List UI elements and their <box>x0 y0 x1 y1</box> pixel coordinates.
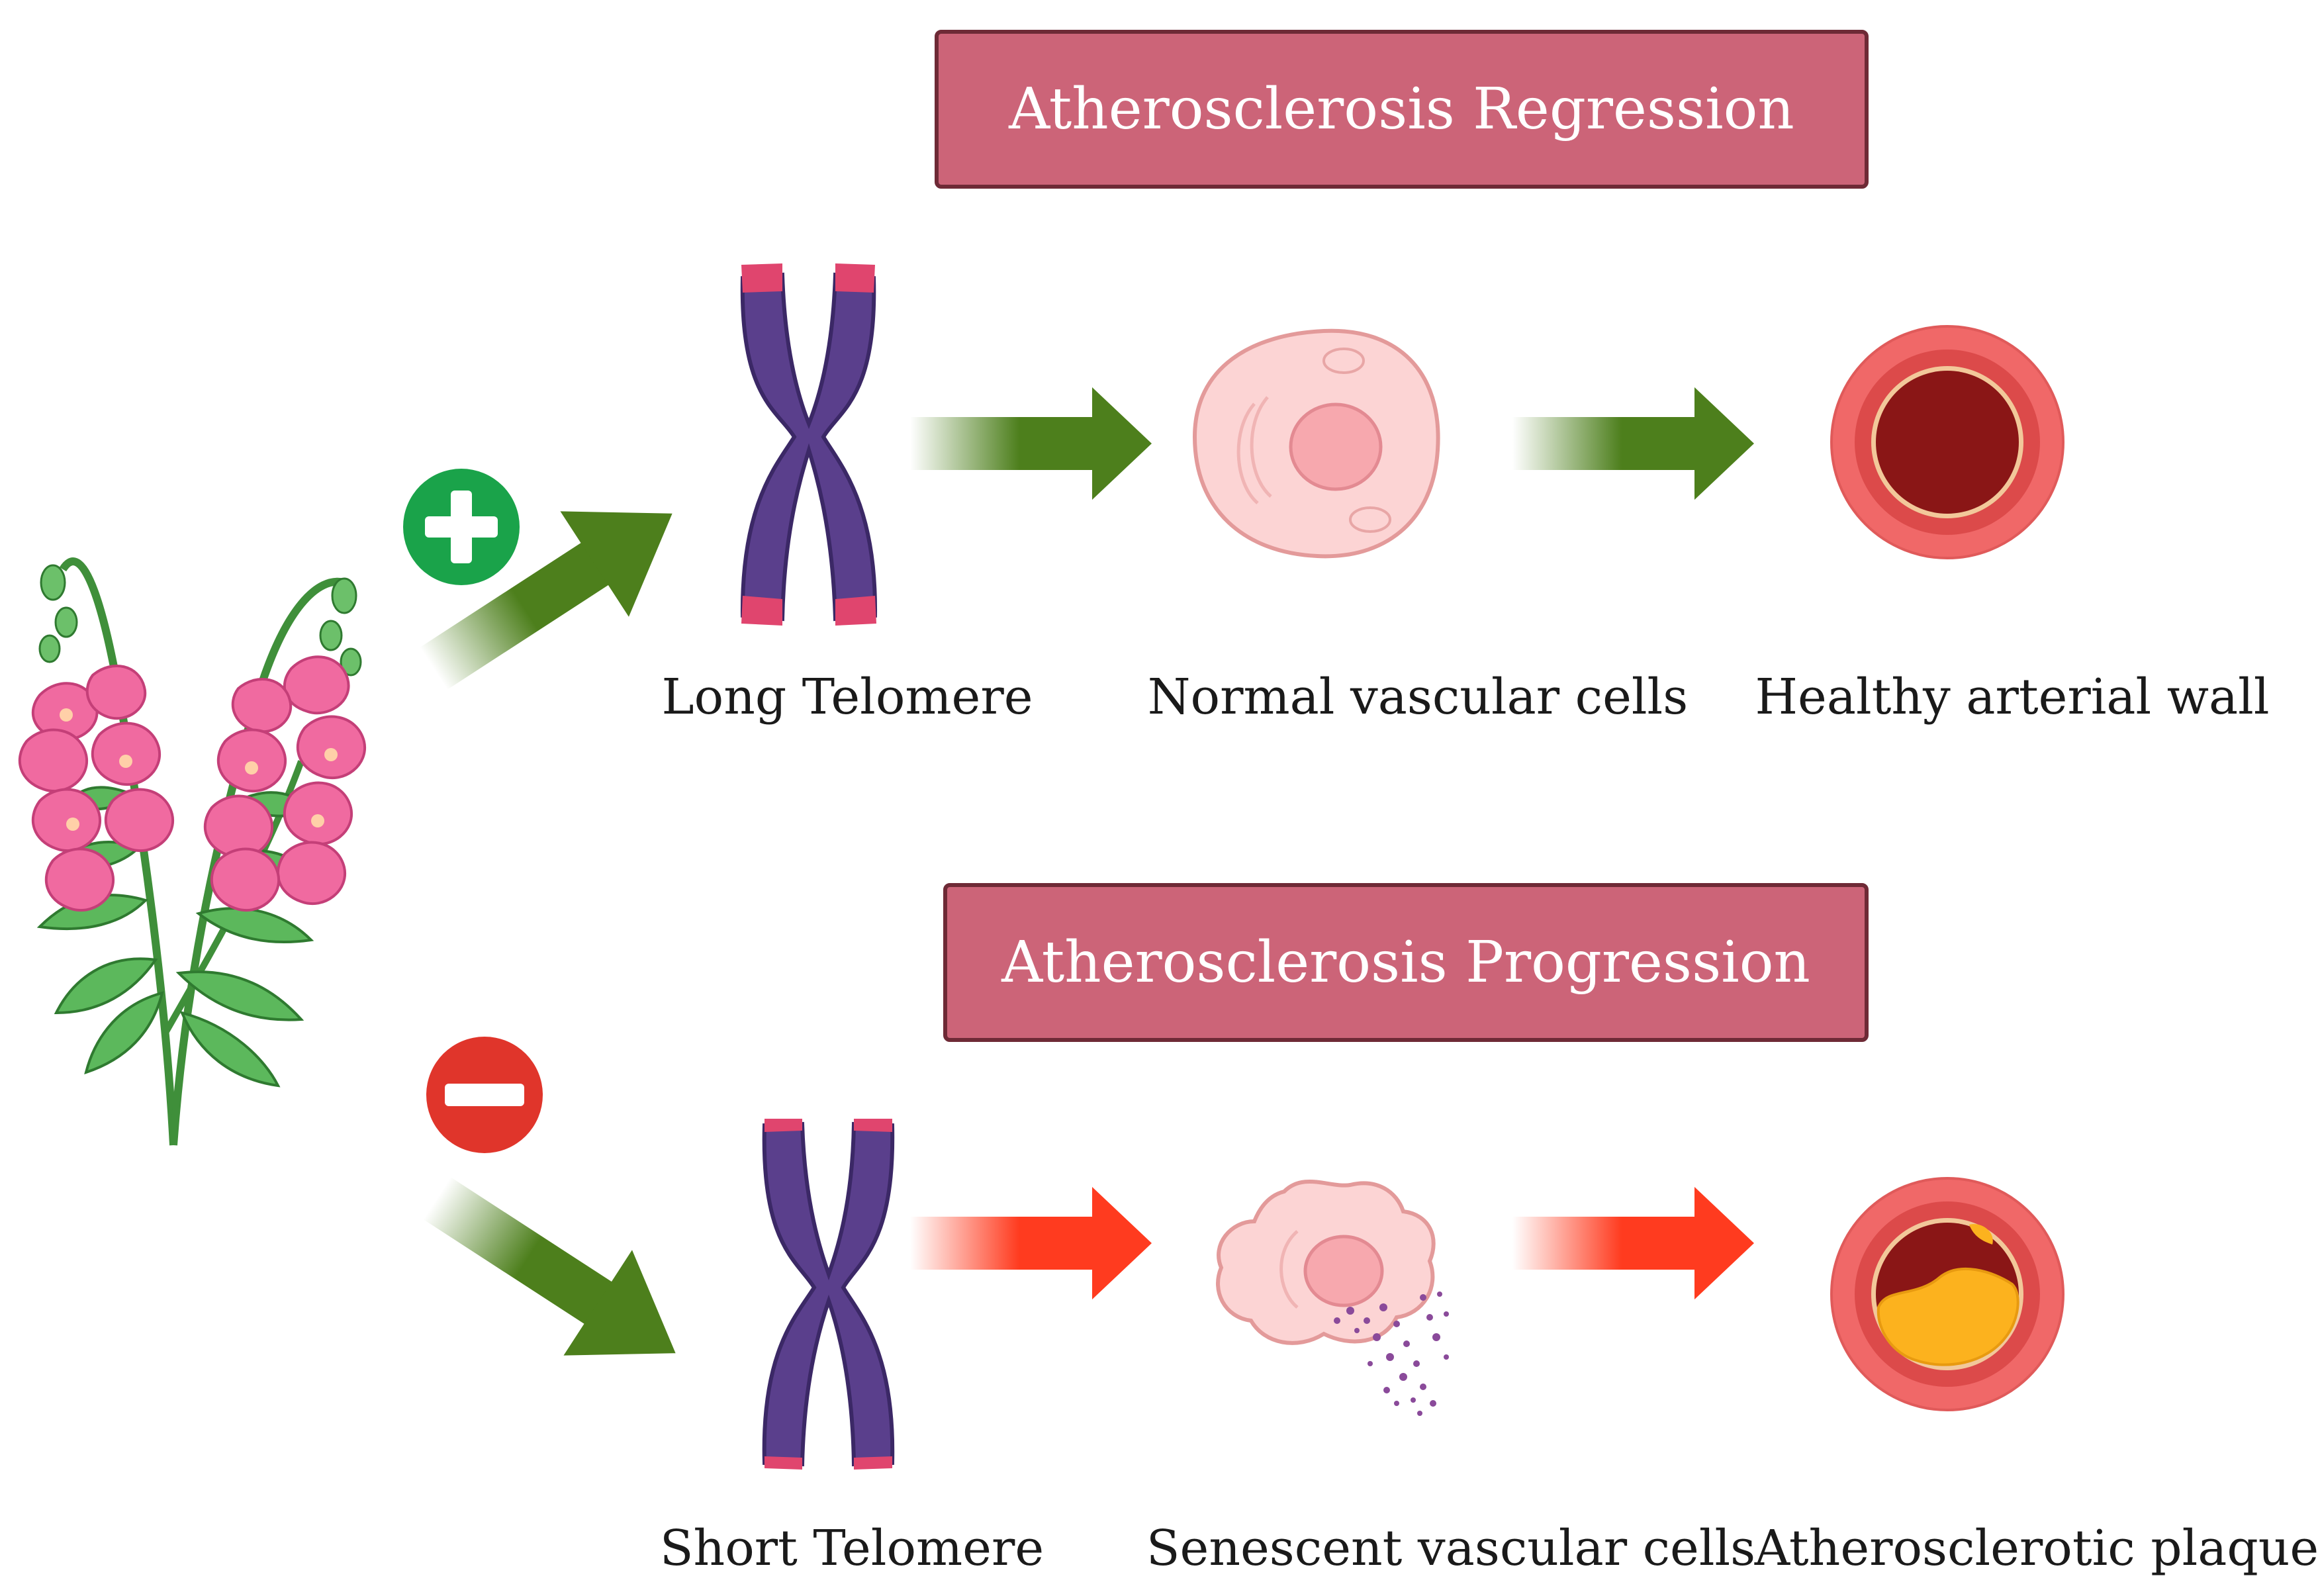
regression-banner: Atherosclerosis Regression <box>935 30 1869 189</box>
long-telomere-chromosome-icon <box>740 263 878 626</box>
plaque-label: Atherosclerotic plaque <box>1754 1520 2318 1577</box>
healthy-wall-label: Healthy arterial wall <box>1755 669 2270 726</box>
long-telomere-label: Long Telomere <box>661 669 1033 726</box>
normal-cell-icon <box>1192 328 1440 559</box>
short-telomere-chromosome-icon <box>762 1119 895 1470</box>
arrow-to-healthy-wall-icon <box>1512 387 1754 500</box>
plus-badge-icon <box>403 469 520 585</box>
regression-banner-text: Atherosclerosis Regression <box>1009 76 1794 142</box>
up-diagonal-arrow-icon <box>420 511 672 690</box>
normal-cells-label: Normal vascular cells <box>1147 669 1689 726</box>
down-diagonal-arrow-icon <box>423 1177 676 1356</box>
healthy-artery-icon <box>1830 325 2064 559</box>
progression-banner: Atherosclerosis Progression <box>943 883 1869 1042</box>
arrow-to-plaque-icon <box>1512 1187 1754 1299</box>
snapdragon-plant-icon <box>18 557 367 1146</box>
senescent-cells-label: Senescent vascular cells <box>1146 1520 1756 1577</box>
arrow-to-normal-cells-icon <box>910 387 1152 500</box>
progression-banner-text: Atherosclerosis Progression <box>1001 929 1810 996</box>
senescent-cell-icon <box>1216 1180 1449 1416</box>
plaque-artery-icon <box>1830 1177 2064 1411</box>
short-telomere-label: Short Telomere <box>659 1520 1044 1577</box>
minus-badge-icon <box>426 1037 543 1153</box>
arrow-to-senescent-cells-icon <box>910 1187 1152 1299</box>
